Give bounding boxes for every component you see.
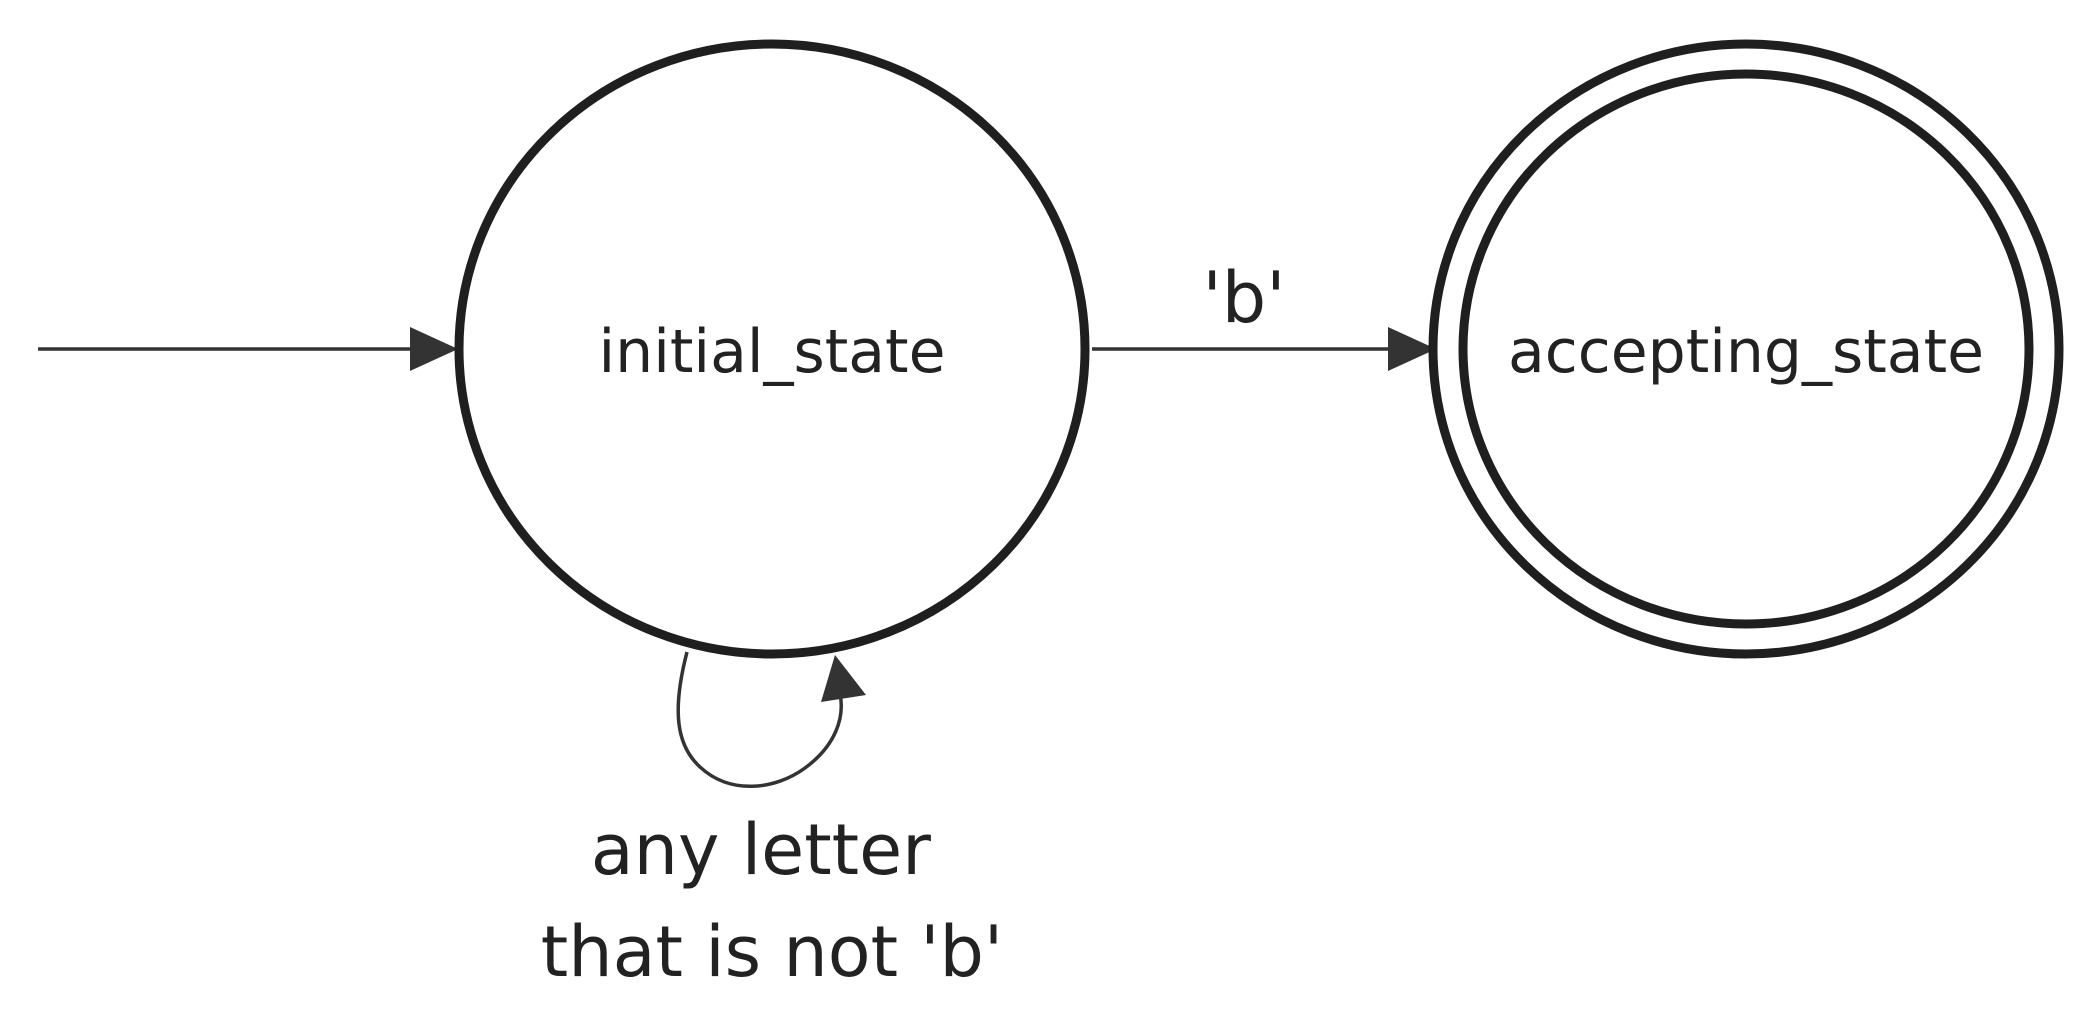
initial-state-circle xyxy=(454,39,1090,659)
b-transition: 'b' xyxy=(1092,257,1436,371)
accepting-state-inner-circle xyxy=(1458,69,2034,629)
self-loop-transition: any letter that is not 'b' xyxy=(541,651,1003,993)
b-transition-arrowhead xyxy=(1388,327,1436,371)
start-transition xyxy=(38,327,458,371)
self-loop-label-line2: that is not 'b' xyxy=(541,911,1003,993)
self-loop-path xyxy=(676,651,843,788)
self-loop-label-line1: any letter xyxy=(591,809,931,891)
self-loop-arrowhead xyxy=(821,655,866,702)
initial-state-node: initial_state xyxy=(454,39,1090,659)
accepting-state-label: accepting_state xyxy=(1508,317,1984,387)
start-transition-arrowhead xyxy=(410,327,458,371)
initial-state-label: initial_state xyxy=(599,317,946,387)
self-loop-label: any letter that is not 'b' xyxy=(541,809,1003,993)
b-transition-label: 'b' xyxy=(1203,257,1286,339)
accepting-state-node: accepting_state xyxy=(1428,39,2064,659)
